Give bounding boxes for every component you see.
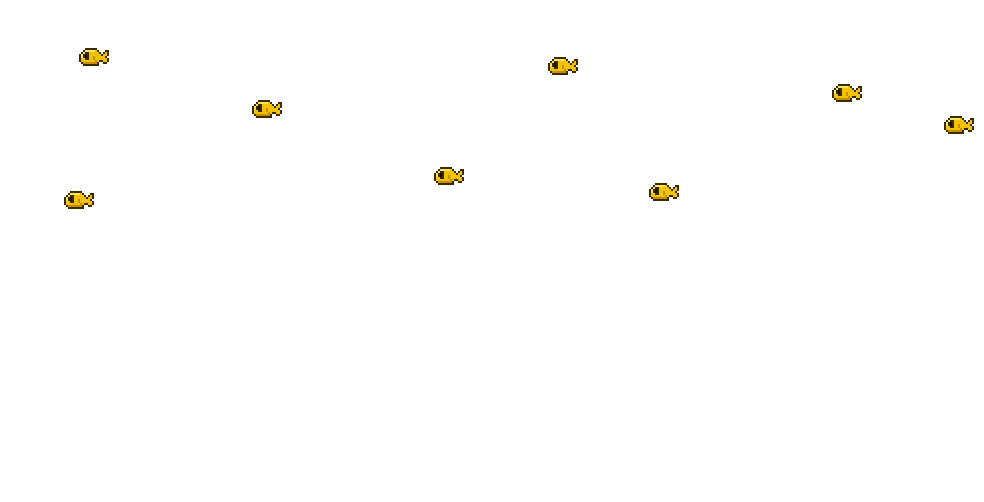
- yellow-fish-icon: [832, 84, 862, 102]
- fish-sprite[interactable]: [944, 116, 974, 134]
- fish-sprite[interactable]: [434, 167, 464, 185]
- fish-sprite[interactable]: [832, 84, 862, 102]
- fish-sprite[interactable]: [649, 183, 679, 201]
- fish-sprite[interactable]: [252, 100, 282, 118]
- yellow-fish-icon: [944, 116, 974, 134]
- yellow-fish-icon: [79, 48, 109, 66]
- fish-sprite[interactable]: [64, 191, 94, 209]
- fish-sprite[interactable]: [548, 57, 578, 75]
- fish-sprite[interactable]: [79, 48, 109, 66]
- yellow-fish-icon: [64, 191, 94, 209]
- yellow-fish-icon: [548, 57, 578, 75]
- yellow-fish-icon: [434, 167, 464, 185]
- yellow-fish-icon: [649, 183, 679, 201]
- yellow-fish-icon: [252, 100, 282, 118]
